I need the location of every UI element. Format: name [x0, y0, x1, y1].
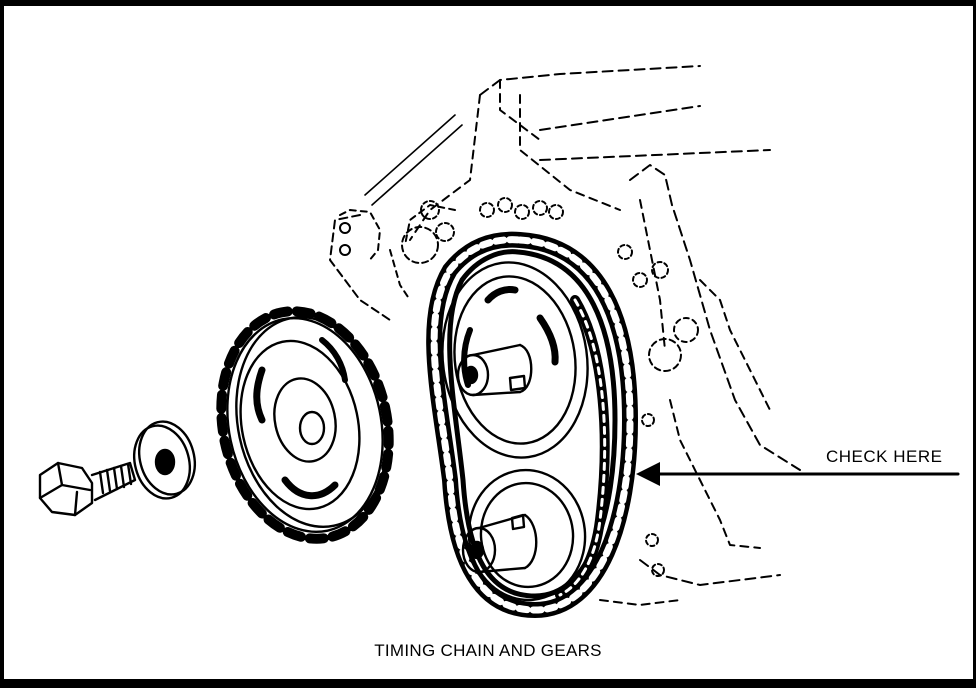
check-here-label: CHECK HERE — [826, 447, 943, 466]
check-here-arrow-icon — [636, 462, 960, 486]
upper-sprocket-icon — [441, 261, 589, 459]
camshaft-sprocket-icon — [216, 306, 394, 544]
crankshaft-sprocket-icon — [461, 468, 587, 602]
washer-icon — [133, 420, 196, 500]
engine-block-icon — [329, 65, 801, 606]
hex-bolt-icon — [38, 461, 137, 517]
timing-chain-icon — [426, 231, 638, 618]
diagram-caption: TIMING CHAIN AND GEARS — [374, 641, 602, 660]
